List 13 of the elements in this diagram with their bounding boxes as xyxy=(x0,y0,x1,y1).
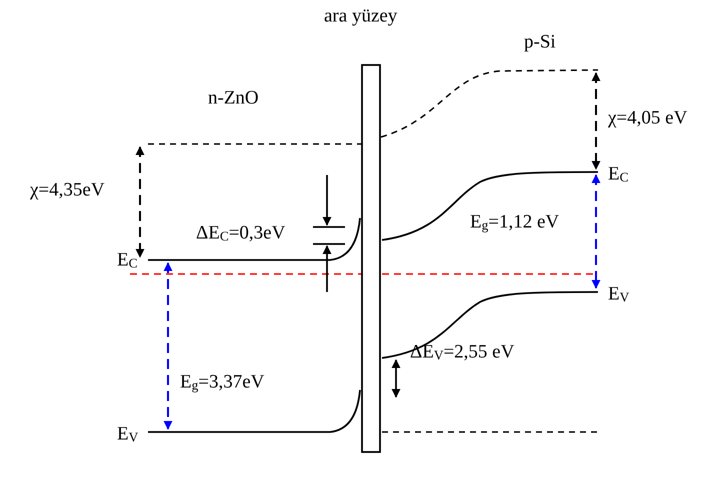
band-edge-label: E$_{C}$ xyxy=(117,250,138,270)
energy-value-label: E$_{g}$=3,37eV xyxy=(180,372,264,392)
energy-value-label: ΔE$_{C}$=0,3eV xyxy=(196,223,286,243)
interface-label: ara yüzey xyxy=(324,6,398,26)
energy-value-label: E$_{g}$=1,12 eV xyxy=(470,212,560,232)
energy-value-label: χ=4,35eV xyxy=(30,180,105,200)
band-edge-label: E$_{C}$ xyxy=(608,164,628,184)
material-label: n-ZnO xyxy=(208,88,259,108)
energy-value-label: χ=4,05 eV xyxy=(608,108,688,128)
band-edge-label: E$_{V}$ xyxy=(117,424,138,444)
band-edge-label: E$_{V}$ xyxy=(608,284,630,304)
interface-layer xyxy=(361,64,381,453)
material-label: p-Si xyxy=(524,32,556,52)
